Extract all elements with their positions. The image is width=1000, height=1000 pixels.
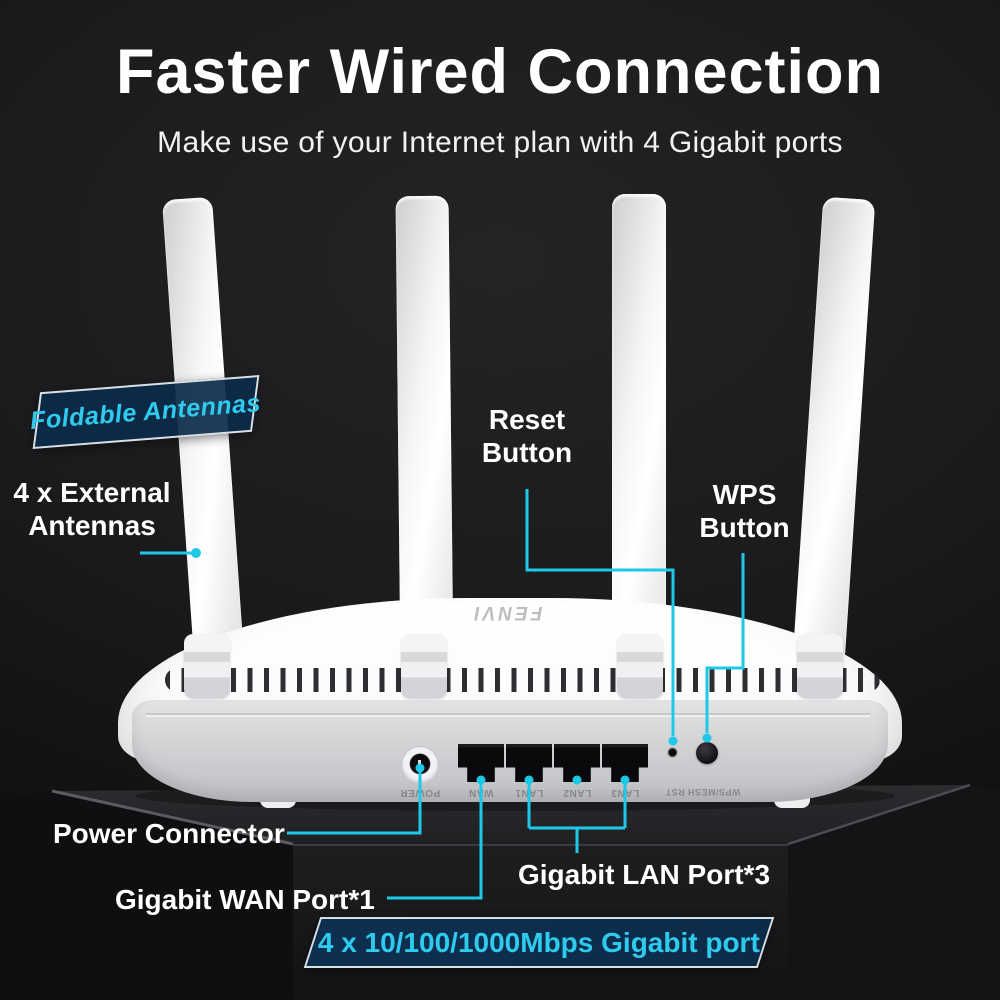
- foldable-antennas-label: Foldable Antennas: [29, 388, 263, 435]
- callout-wan-port: Gigabit WAN Port*1: [115, 884, 375, 915]
- port-label-lan3: LAN3: [610, 787, 640, 798]
- antenna-hinge-1: [184, 634, 230, 698]
- antenna-hinge-4: [797, 634, 843, 698]
- page-title: Faster Wired Connection: [115, 37, 885, 107]
- pedestal-edge-left: [51, 789, 294, 846]
- page-subtitle: Make use of your Internet plan with 4 Gi…: [157, 126, 843, 159]
- reset-button-line2: Button: [481, 437, 573, 469]
- callout-gigabit-port-badge: 4 x 10/100/1000Mbps Gigabit port: [303, 917, 775, 968]
- external-antennas-line2: Antennas: [28, 510, 156, 542]
- external-antennas-line1: 4 x External: [13, 477, 171, 508]
- wps-button-line2: Button: [699, 512, 790, 544]
- wps-button-control: [696, 742, 718, 764]
- port-label-wps-mesh: WPS/MESH: [687, 787, 741, 797]
- port-label-power: POWER: [399, 787, 441, 798]
- pedestal-right-face: [788, 785, 1000, 1000]
- port-label-lan1: LAN1: [514, 787, 544, 798]
- antenna-hinge-2: [401, 634, 447, 698]
- shell-seam-groove: [146, 713, 870, 715]
- gigabit-port-badge-label: 4 x 10/100/1000Mbps Gigabit port: [318, 926, 760, 958]
- callout-power-connector: Power Connector: [53, 818, 285, 849]
- ventilation-slots: [165, 668, 880, 692]
- antenna-hinge-3: [617, 634, 663, 698]
- callout-lan-port: Gigabit LAN Port*3: [518, 859, 771, 890]
- callout-reset-button: Reset Button: [452, 403, 602, 469]
- power-connector-pin: [418, 760, 421, 768]
- port-label-lan2: LAN2: [562, 787, 592, 798]
- brand-logo: FENVI: [471, 602, 543, 623]
- pedestal-edge-right: [787, 783, 971, 846]
- callout-external-antennas: 4 x External Antennas: [8, 476, 176, 542]
- port-label-wan: WAN: [468, 787, 494, 798]
- reset-pinhole: [667, 747, 678, 758]
- reset-button-line1: Reset: [488, 404, 566, 435]
- callout-wps-button: WPS Button: [672, 478, 817, 544]
- pedestal-left-face: [0, 791, 293, 1000]
- wps-button-line1: WPS: [712, 479, 777, 510]
- antenna-3: [612, 194, 666, 670]
